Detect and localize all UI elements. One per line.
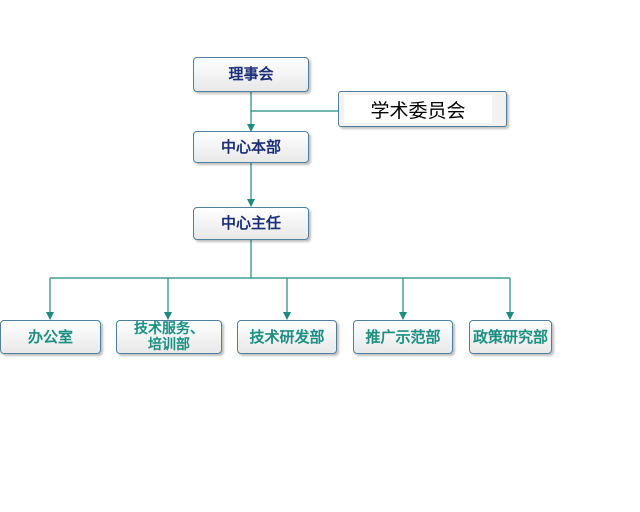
- dept-office-node: 办公室: [0, 320, 101, 354]
- headquarters-node: 中心本部: [193, 131, 309, 163]
- committee-label: 学术委员会: [344, 95, 492, 123]
- dept-tech-service-node: 技术服务、 培训部: [116, 320, 222, 354]
- director-node: 中心主任: [193, 207, 309, 240]
- board-label: 理事会: [228, 65, 274, 83]
- headquarters-label: 中心本部: [220, 137, 281, 156]
- dept-policy-node: 政策研究部: [469, 320, 552, 354]
- dept-tech-service-label: 技术服务、 培训部: [134, 321, 204, 353]
- dept-rnd-node: 技术研发部: [237, 320, 337, 354]
- board-node: 理事会: [193, 57, 309, 92]
- director-label: 中心主任: [220, 214, 281, 232]
- dept-policy-label: 政策研究部: [472, 327, 548, 346]
- dept-promotion-node: 推广示范部: [353, 320, 453, 354]
- dept-rnd-label: 技术研发部: [249, 327, 325, 346]
- dept-promotion-label: 推广示范部: [365, 327, 441, 346]
- dept-office-label: 办公室: [27, 327, 73, 346]
- committee-node: 学术委员会: [338, 91, 507, 127]
